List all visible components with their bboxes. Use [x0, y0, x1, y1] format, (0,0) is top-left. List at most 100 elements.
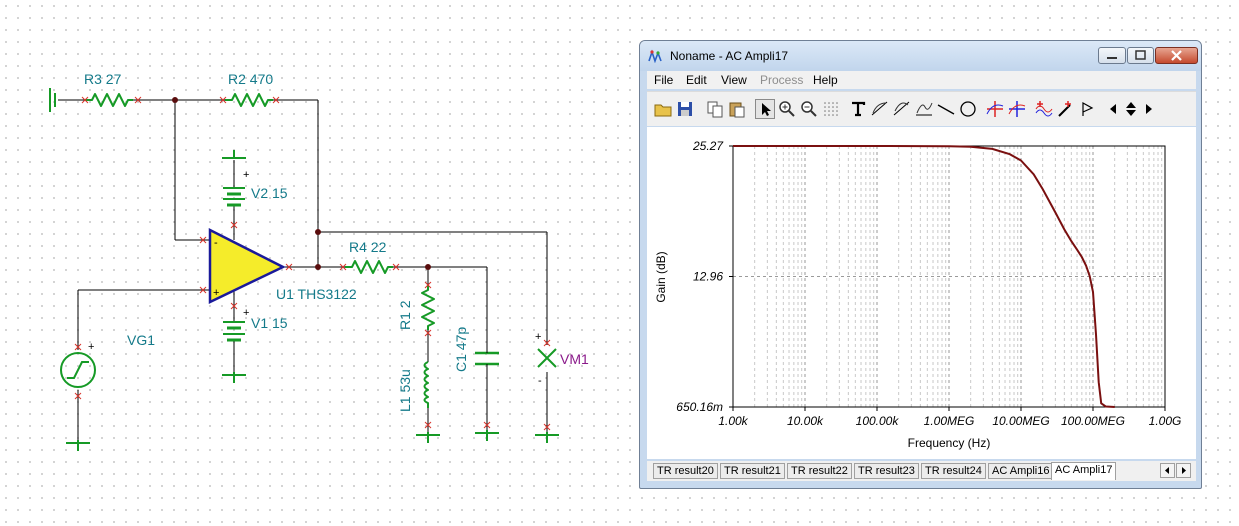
probe-button[interactable] — [1056, 99, 1076, 119]
grid-icon — [824, 102, 838, 116]
line-icon — [937, 104, 955, 115]
tab-ac-ampli17[interactable]: AC Ampli17 — [1051, 462, 1117, 480]
menu-file[interactable]: File — [654, 73, 674, 87]
open-button[interactable] — [653, 99, 673, 119]
junction-node — [172, 97, 178, 103]
x-tick-label: 1.00k — [718, 414, 748, 428]
line-button[interactable] — [936, 99, 956, 119]
signal-source-vg1[interactable] — [60, 352, 96, 388]
zoom-in-button[interactable] — [777, 99, 797, 119]
title-bar[interactable]: Noname - AC Ampli17 — [640, 41, 1201, 71]
scroll-updown-button[interactable] — [1121, 99, 1141, 119]
paste-button[interactable] — [727, 99, 747, 119]
menu-edit[interactable]: Edit — [686, 73, 707, 87]
v1-plus-sign: + — [243, 307, 249, 319]
resistor-r3[interactable] — [85, 93, 133, 107]
label-v2: V2 15 — [251, 185, 288, 201]
maximize-button[interactable] — [1127, 47, 1154, 64]
junction-node — [315, 229, 321, 235]
curve-tool-3-icon — [916, 102, 933, 116]
copy-button[interactable] — [705, 99, 725, 119]
x-tick-label: 100.00k — [856, 414, 900, 428]
y-axis-label: Gain (dB) — [654, 251, 668, 302]
label-vg1: VG1 — [127, 332, 155, 348]
text-button[interactable] — [848, 99, 868, 119]
triangle-left-icon — [1165, 467, 1169, 474]
capacitor-c1[interactable] — [475, 351, 499, 366]
v2-plus-sign: + — [243, 169, 249, 181]
tab-tr-result24[interactable]: TR result24 — [921, 463, 986, 479]
menu-process[interactable]: Process — [760, 73, 804, 87]
battery-v2[interactable] — [223, 187, 245, 207]
ground-v2 — [222, 150, 246, 159]
window-title: Noname - AC Ampli17 — [670, 49, 789, 63]
cursor-a-button[interactable] — [985, 99, 1005, 119]
opamp-u1[interactable] — [208, 227, 286, 304]
result-tabs: TR result20 TR result21 TR result22 TR r… — [647, 461, 1196, 481]
curve-tool-1-button[interactable] — [870, 99, 890, 119]
zoom-in-icon — [779, 101, 795, 117]
scroll-left-button[interactable] — [1103, 99, 1123, 119]
inductor-l1[interactable] — [423, 361, 429, 408]
minimize-icon — [1107, 57, 1117, 59]
circle-button[interactable] — [958, 99, 978, 119]
waveform-icon — [1035, 101, 1053, 117]
waveform-button[interactable] — [1034, 99, 1054, 119]
resistor-r4[interactable] — [345, 260, 393, 274]
tab-tr-result21[interactable]: TR result21 — [720, 463, 785, 479]
curve-tool-1-icon — [871, 101, 888, 116]
x-tick-label: 10.00MEG — [992, 414, 1049, 428]
resistor-r1[interactable] — [421, 285, 435, 330]
menu-view[interactable]: View — [721, 73, 747, 87]
label-r2: R2 470 — [228, 71, 273, 87]
tabs-scroll-right-button[interactable] — [1176, 463, 1191, 478]
ground-r3 — [49, 88, 56, 112]
maximize-icon — [1135, 50, 1146, 60]
curve-tool-3-button[interactable] — [914, 99, 934, 119]
flag-button[interactable] — [1078, 99, 1098, 119]
scroll-updown-icon — [1126, 102, 1136, 116]
open-icon — [654, 104, 672, 117]
voltmeter-vm1[interactable] — [537, 348, 557, 368]
save-button[interactable] — [675, 99, 695, 119]
x-tick-label: 1.00G — [1149, 414, 1182, 428]
circle-icon — [960, 101, 976, 117]
ground-c1 — [475, 430, 499, 441]
vm1-plus-sign: + — [535, 331, 541, 343]
pointer-button[interactable] — [755, 99, 775, 119]
schematic-canvas[interactable]: - + + + - + + R3 27 R2 470 V2 15 V1 15 U — [0, 0, 640, 526]
tab-ac-ampli16[interactable]: AC Ampli16 — [988, 463, 1054, 479]
paste-icon — [729, 102, 745, 118]
cursor-b-button[interactable] — [1007, 99, 1027, 119]
close-button[interactable] — [1155, 47, 1198, 64]
zoom-out-button[interactable] — [799, 99, 819, 119]
label-r3: R3 27 — [84, 71, 122, 87]
tabs-scroll-left-button[interactable] — [1160, 463, 1175, 478]
label-r4: R4 22 — [349, 239, 387, 255]
label-l1: L1 53u — [397, 369, 413, 412]
label-u1: U1 THS3122 — [276, 286, 357, 302]
menu-help[interactable]: Help — [813, 73, 838, 87]
resistor-r2[interactable] — [225, 93, 273, 107]
battery-v1[interactable] — [223, 321, 245, 342]
tab-tr-result20[interactable]: TR result20 — [653, 463, 718, 479]
tab-tr-result23[interactable]: TR result23 — [854, 463, 919, 479]
copy-icon — [707, 101, 723, 118]
x-tick-label: 100.00MEG — [1061, 414, 1125, 428]
ground-v1 — [222, 372, 246, 383]
close-icon — [1171, 50, 1182, 61]
pointer-icon — [762, 103, 771, 116]
save-icon — [678, 102, 692, 116]
scroll-right-button[interactable] — [1139, 99, 1159, 119]
grid-button[interactable] — [821, 99, 841, 119]
toolbar — [647, 91, 1196, 126]
y-tick-label: 12.96 — [693, 270, 723, 284]
curve-tool-2-button[interactable] — [892, 99, 912, 119]
tab-tr-result22[interactable]: TR result22 — [787, 463, 852, 479]
analysis-window[interactable]: Noname - AC Ampli17 File Edit View Proce… — [639, 40, 1202, 489]
label-r1: R1 2 — [397, 300, 413, 330]
vm1-minus-sign: - — [538, 375, 542, 387]
minimize-button[interactable] — [1098, 47, 1126, 64]
